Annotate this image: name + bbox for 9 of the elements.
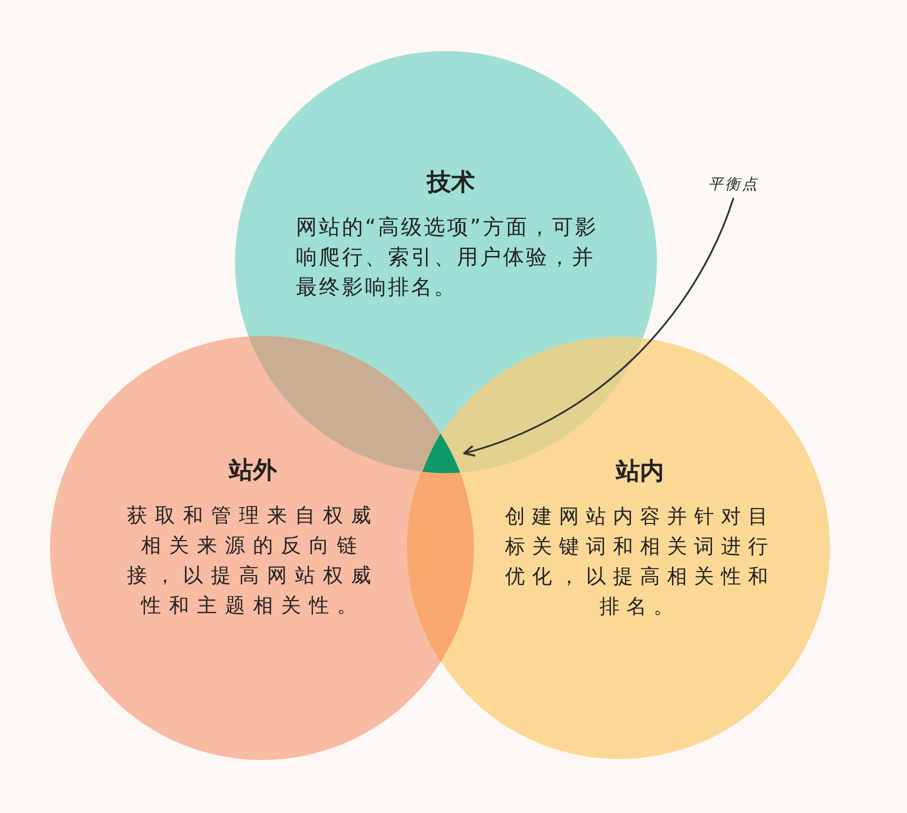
callout-label: 平衡点 [708, 175, 759, 193]
circle-title: 站外 [227, 455, 278, 486]
description-text: 网站的“高级选项”方面，可影响爬行、索引、用户体验，并最终影响排名。 [296, 214, 599, 301]
arrow [463, 198, 734, 456]
intersection-area [422, 434, 460, 474]
description-text: 获取和管理来自权威相关来源的反向链接，以提高网站权威性和主题相关性。 [126, 502, 380, 619]
circle-title: 站内 [614, 456, 665, 487]
description-text: 创建网站内容并针对目标关键词和相关词进行优化，以提高相关性和排名。 [504, 503, 776, 620]
circle-title: 技术 [426, 167, 476, 198]
